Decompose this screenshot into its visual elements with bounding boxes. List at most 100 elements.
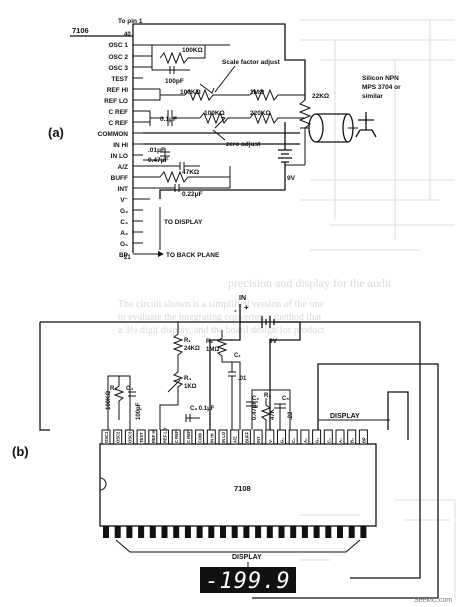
label-minus: -: [234, 306, 237, 315]
chip-pin-bottom: [220, 526, 226, 538]
chip-pin-label: OSC1: [104, 431, 109, 443]
chip-pin: [300, 429, 310, 445]
label-r-buff: 47KΩ: [182, 169, 199, 176]
chip-pin-label: C₂: [291, 438, 296, 443]
chip-pin: [358, 429, 368, 445]
label-r5-name: R₅: [206, 339, 213, 345]
pin-label: G₃: [120, 241, 128, 248]
resistor-r5-c1: [216, 330, 241, 430]
chip-pin: [195, 429, 205, 445]
cable-body: [316, 113, 348, 143]
panel-label-b: (b): [12, 444, 29, 459]
chip-pin: [101, 429, 111, 445]
chip-pin-label: BP: [361, 437, 366, 443]
chip-pin-bottom: [103, 526, 109, 538]
chip-pin-label: G₂: [280, 438, 285, 443]
pin-label: C₃: [120, 219, 128, 226]
label-transistor-2: MPS 3704 or: [362, 84, 401, 91]
diagram-a: (a) 7106 40 21 OSC 1 OSC 2 OSC 3 TEST RE…: [48, 18, 401, 261]
label-r5-value: 1MΩ: [206, 347, 219, 353]
label-c-in: .01μF: [148, 147, 165, 154]
chip-pin-bottom: [231, 526, 238, 538]
chip-pin: [335, 429, 345, 445]
chip-pin: [183, 429, 193, 445]
chip-pin-bottom: [301, 526, 308, 538]
chip-pin-bottom: [161, 526, 168, 538]
rail-to-pin1: [132, 23, 306, 100]
arrow-icon: [158, 251, 164, 257]
chip-pin: [113, 429, 123, 445]
label-r-ref3: 100KΩ: [204, 110, 225, 117]
chip-pin-label: A₂: [303, 438, 308, 443]
label-c5-value: .22: [288, 411, 294, 420]
chip-pin: [277, 429, 286, 445]
battery-b: [209, 304, 301, 430]
label-c-az: 0.47μF: [148, 157, 169, 164]
label-c-osc: 100pF: [165, 78, 184, 85]
pin-label: V⁻: [120, 197, 128, 204]
resistor-osc: [159, 45, 206, 65]
chip-pin-bottom: [114, 526, 121, 538]
chip-pin-label: V-: [268, 438, 273, 443]
label-r4-value: 1KΩ: [184, 384, 197, 390]
faded-line-2: to evaluate the integrating converter, a…: [118, 312, 322, 323]
oscillator-rc: [107, 375, 136, 430]
label-r2-name: R₂: [110, 386, 117, 392]
chip-pin-label: BUFF: [244, 431, 249, 443]
label-c4-value: 100pF: [136, 402, 142, 420]
lcd-readout: -199.9: [205, 569, 290, 594]
integrator-network: [246, 389, 291, 430]
label-c2-value: 0.47μF: [252, 401, 258, 420]
pin-label: C REF: [109, 120, 129, 127]
chip-pin-bottom: [278, 526, 285, 538]
chip-pin-bottom: [325, 526, 332, 538]
chip-pin-label: OSC3: [127, 431, 132, 443]
label-battery-b: 9V: [269, 338, 278, 345]
chip-pin-bottom: [138, 526, 145, 538]
pin-label: C REF: [109, 109, 129, 116]
chip-pin-bottom: [243, 526, 250, 538]
panel-label-a: (a): [48, 125, 64, 140]
label-c4-name: C₄: [126, 386, 133, 392]
resistor-r1-r4: [159, 322, 184, 430]
pin-label: REF LO: [104, 98, 128, 105]
chip-pin-label: TEST: [139, 432, 144, 443]
faded-heading: precision and display for the audit: [228, 276, 392, 290]
chip-pin-label: IN HI: [209, 433, 214, 443]
faded-background: precision and display for the audit The …: [118, 19, 456, 600]
chip-a-name: 7106: [72, 26, 89, 35]
resistor-buff: [159, 170, 230, 184]
label-scale-adjust: Scale factor adjust: [222, 59, 281, 66]
chip-a-pin-21: 21: [124, 255, 131, 261]
resistor-ref1: [184, 88, 250, 102]
chip-pin-label: A₃: [338, 438, 343, 443]
chip-pin-label: INT: [256, 436, 261, 443]
pin-label: COMMON: [98, 131, 129, 138]
chip-pin-label: REF LO: [163, 427, 168, 443]
faded-line-3: a 3½ digit display, and the board design…: [118, 325, 324, 336]
label-r-ref2: 1MΩ: [250, 89, 264, 96]
chip-notch: [99, 477, 107, 491]
transistor-symbol: [355, 112, 377, 138]
arrow-scale-adjust: [214, 65, 236, 93]
chip-pin: [218, 429, 228, 445]
capacitor-az: [143, 162, 200, 178]
label-display-top: DISPLAY: [330, 413, 360, 420]
pot-arrow-1: [199, 83, 215, 94]
chip-pin: [230, 429, 240, 445]
chip-pin-bottom: [290, 526, 297, 538]
label-c5-name: C₅: [282, 396, 289, 402]
cable-end: [308, 113, 324, 143]
pot-arrow-2: [214, 116, 226, 129]
chip-pin: [206, 429, 216, 445]
arrow-zero-adjust: [212, 129, 226, 141]
sensor-leads: [143, 132, 300, 145]
chip-pin-bottom: [337, 526, 343, 538]
chip-pin-bottom: [196, 526, 203, 538]
pin-label: TEST: [111, 76, 128, 83]
pin-label: REF HI: [107, 87, 129, 94]
pin-label: A₃: [120, 230, 128, 237]
resistor-ref4: [249, 111, 305, 125]
chip-a-pin-40: 40: [124, 32, 131, 38]
